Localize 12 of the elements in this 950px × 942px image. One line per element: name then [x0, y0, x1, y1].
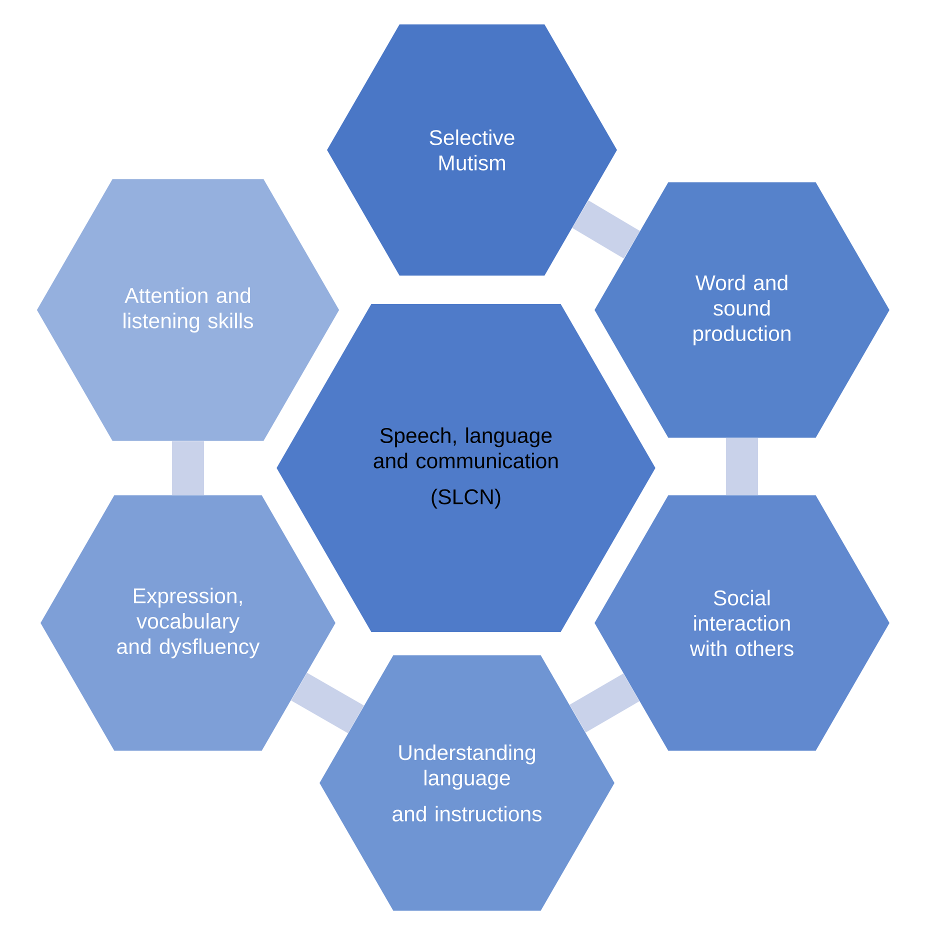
hexagon: Expression, vocabulary and dysfluency [40, 495, 336, 751]
connector-band [570, 674, 640, 732]
hexagon: Word and sound production [594, 182, 890, 438]
hexagon: Social interaction with others [594, 495, 890, 751]
hexagon: Attention and listening skills [36, 179, 340, 441]
hexagon: Understanding language and instructions [320, 655, 614, 911]
connector-band [172, 441, 204, 495]
hexagon: Selective Mutism [327, 24, 617, 276]
connector-band [726, 438, 758, 495]
connector-band [572, 200, 640, 258]
connector-band [291, 672, 364, 734]
center-hexagon: Speech, language and communication (SLCN) [276, 304, 656, 632]
